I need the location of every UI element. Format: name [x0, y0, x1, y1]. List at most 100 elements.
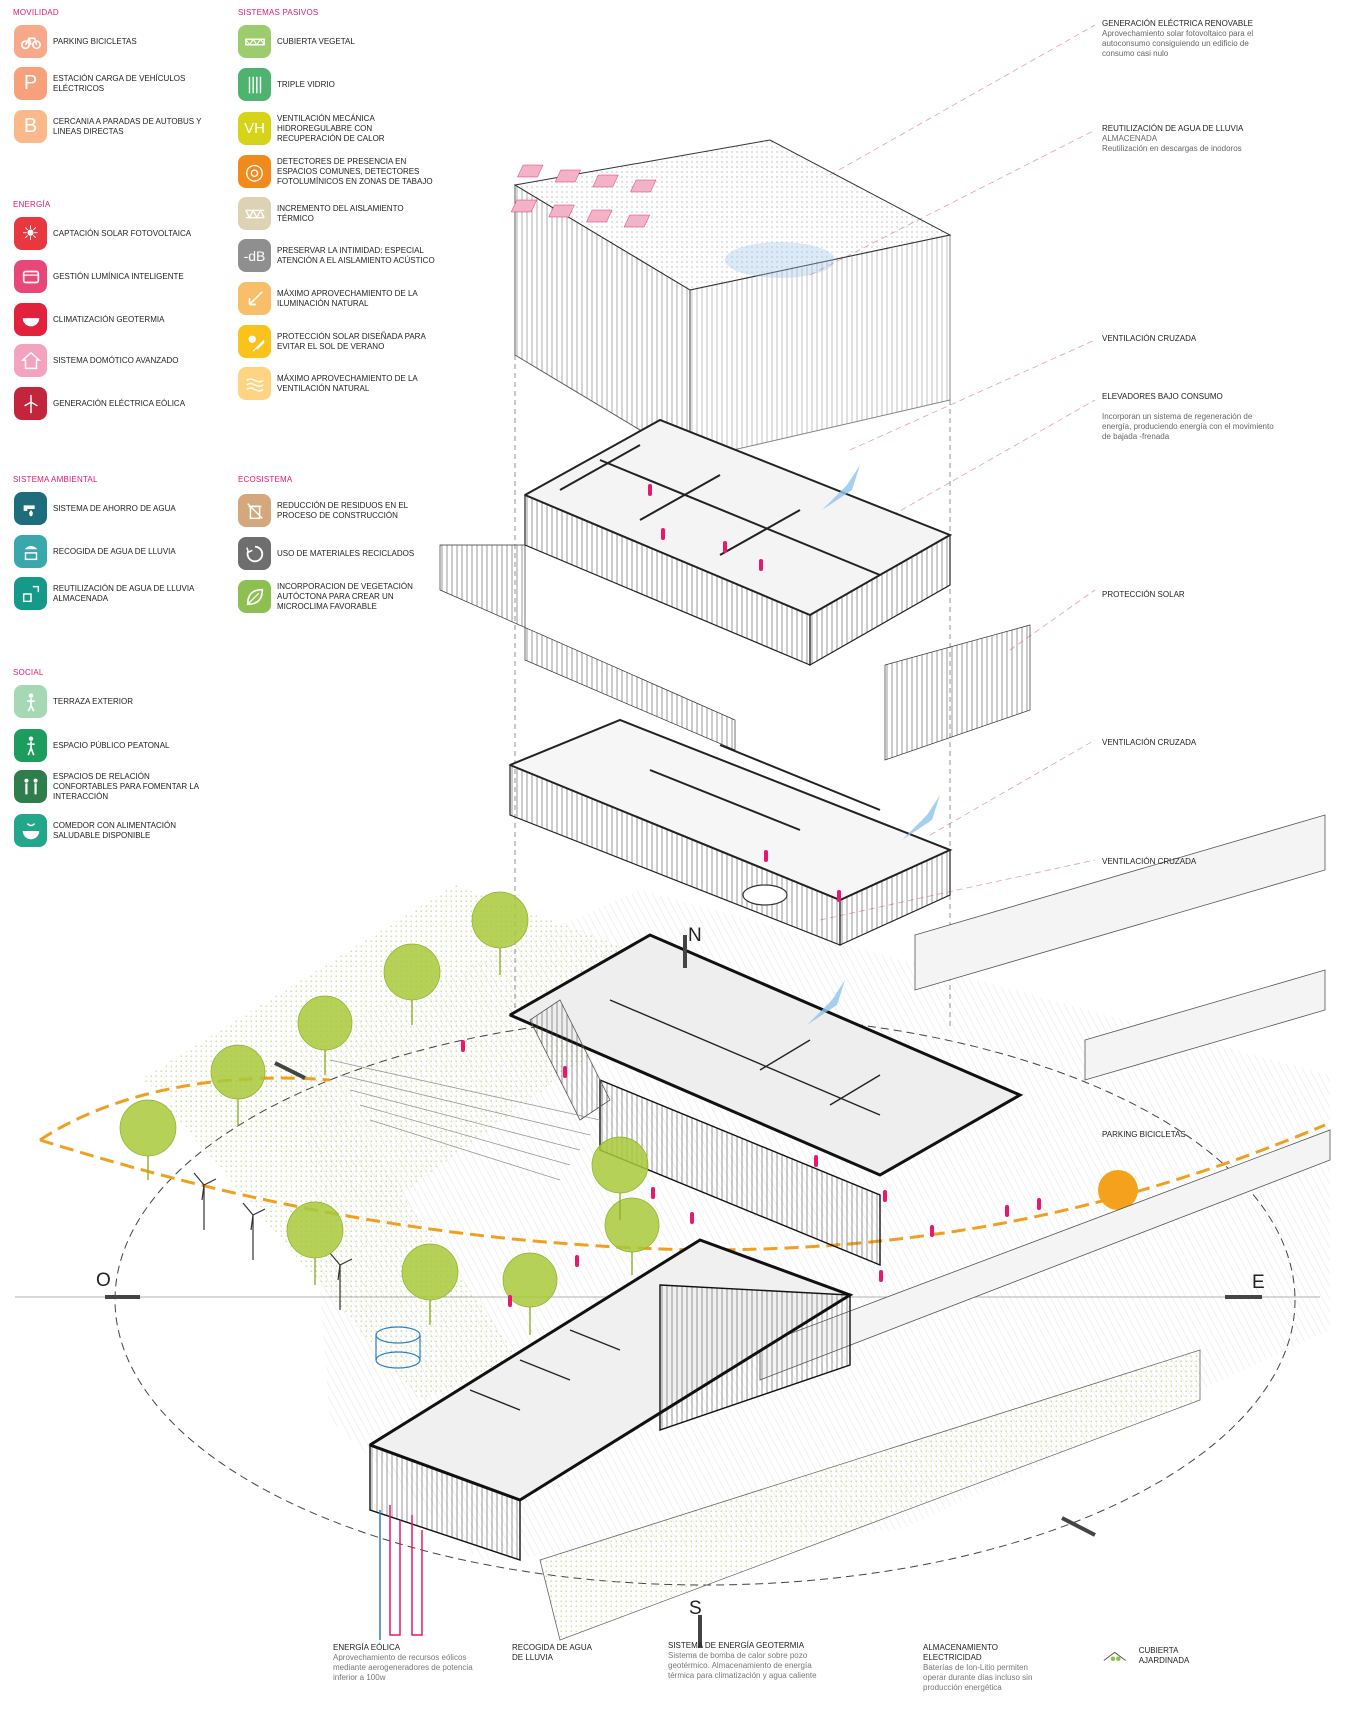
legend-item: SISTEMA DOMÓTICO AVANZADO [14, 344, 213, 377]
compass-east-label: E [1252, 1272, 1265, 1293]
sun-protection-icon [238, 325, 271, 358]
bottom-note-energia-eolica: ENERGÍA EÓLICA Aprovechamiento de recurs… [333, 1643, 493, 1683]
ventilation-arrows [807, 465, 940, 1025]
sun-screen-left [439, 544, 736, 751]
legend-item: -dB PRESERVAR LA INTIMIDAD: ESPECIAL ATE… [238, 239, 437, 272]
water-tank [375, 1326, 421, 1369]
legend-label: DETECTORES DE PRESENCIA EN ESPACIOS COMU… [277, 156, 433, 186]
bicycle-icon [14, 25, 47, 58]
legend-label: PARKING BICICLETAS [53, 36, 137, 46]
legend-label: GENERACIÓN ELÉCTRICA EÓLICA [53, 398, 186, 408]
legend-item: SISTEMA DE AHORRO DE AGUA [14, 492, 213, 525]
legend-item: INCORPORACION DE VEGETACIÓN AUTÓCTONA PA… [238, 580, 437, 613]
legend-item: ◎ DETECTORES DE PRESENCIA EN ESPACIOS CO… [238, 155, 437, 188]
legend-item: COMEDOR CON ALIMENTACIÓN SALUDABLE DISPO… [14, 814, 213, 847]
annotation-ventilacion-cruzada-1: VENTILACIÓN CRUZADA [1102, 334, 1277, 344]
insulation-icon [238, 197, 271, 230]
annotation-ventilacion-cruzada-2: VENTILACIÓN CRUZADA [1102, 738, 1277, 748]
trees [119, 891, 660, 1308]
legend-label: REUTILIZACIÓN DE AGUA DE LLUVIA ALMACENA… [53, 583, 194, 603]
legend-label: CLIMATIZACIÓN GEOTERMIA [53, 314, 165, 324]
legend-item: MÁXIMO APROVECHAMIENTO DE LA VENTILACIÓN… [238, 367, 437, 400]
cubierta-ajardinada-slab [539, 1349, 1201, 1641]
rain-collection-icon [14, 535, 47, 568]
annotation-title: PARKING BICICLETAS [1102, 1130, 1186, 1139]
legend-label: ESTACIÓN CARGA DE VEHÍCULOS ELÉCTRICOS [53, 73, 186, 93]
legend-item: CUBIERTA VEGETAL [238, 25, 437, 58]
legend-section-title: MOVILIDAD [13, 8, 59, 17]
bottom-note-cubierta: CUBIERTA AJARDINADA [1102, 1646, 1222, 1666]
ground-floor-plan [508, 933, 1024, 1267]
note-title: ENERGÍA EÓLICA [333, 1643, 401, 1652]
bottom-note-recogida-agua: RECOGIDA DE AGUA DE LLUVIA [512, 1643, 597, 1663]
legend-label: INCREMENTO DEL AISLAMIENTO TÉRMICO [277, 203, 404, 223]
legend-label: GESTIÓN LUMÍNICA INTELIGENTE [53, 271, 184, 281]
middle-floor-plan [508, 718, 953, 946]
legend-item: GESTIÓN LUMÍNICA INTELIGENTE [14, 260, 213, 293]
sun-icon: ☀ [14, 217, 47, 250]
annotation-title: GENERACIÓN ELÉCTRICA RENOVABLE [1102, 19, 1253, 28]
green-roof-icon [238, 25, 271, 58]
annotation-reutilizacion-agua: REUTILIZACIÓN DE AGUA DE LLUVIA ALMACENA… [1102, 124, 1277, 154]
legend-item: MÁXIMO APROVECHAMIENTO DE LA ILUMINACIÓN… [238, 282, 437, 315]
legend-label: ESPACIOS DE RELACIÓN CONFORTABLES PARA F… [53, 771, 199, 801]
water-tap-icon [14, 492, 47, 525]
legend-item: REUTILIZACIÓN DE AGUA DE LLUVIA ALMACENA… [14, 577, 213, 610]
legend-item: P ESTACIÓN CARGA DE VEHÍCULOS ELÉCTRICOS [14, 67, 213, 100]
parking-icon: P [14, 67, 47, 100]
note-title: SISTEMA DE ENERGÍA GEOTERMIA [668, 1641, 805, 1650]
legend-label: PRESERVAR LA INTIMIDAD: ESPECIAL ATENCIÓ… [277, 245, 435, 265]
parking-canopy [759, 814, 1331, 1381]
people-interaction-icon [14, 770, 47, 803]
annotation-title: VENTILACIÓN CRUZADA [1102, 738, 1197, 747]
annotation-generacion-renovable: GENERACIÓN ELÉCTRICA RENOVABLE Aprovecha… [1102, 19, 1277, 59]
leaf-icon [238, 580, 271, 613]
annotation-subtitle: ALMACENADA [1102, 134, 1158, 143]
legend-item: USO DE MATERIALES RECICLADOS [238, 537, 437, 570]
legend-label: REDUCCIÓN DE RESIDUOS EN EL PROCESO DE C… [277, 500, 408, 520]
tribune-steps [329, 999, 611, 1181]
legend-item: GENERACIÓN ELÉCTRICA EÓLICA [14, 387, 213, 420]
natural-ventilation-icon [238, 367, 271, 400]
legend-label: CAPTACIÓN SOLAR FOTOVOLTAICA [53, 228, 192, 238]
annotation-parking-bicicletas: PARKING BICICLETAS [1102, 1130, 1277, 1140]
legend-label: SISTEMA DE AHORRO DE AGUA [53, 503, 176, 513]
wind-turbines [193, 1172, 353, 1310]
sun-icon [1098, 1170, 1138, 1210]
roof-volume [510, 139, 952, 461]
compass-north-label: N [688, 925, 702, 946]
bus-stop-icon: B [14, 110, 47, 143]
note-desc: Sistema de bomba de calor sobre pozo geo… [668, 1651, 817, 1680]
legend-section-title: ECOSISTEMA [238, 475, 293, 484]
recycle-icon [238, 537, 271, 570]
annotation-desc: Aprovechamiento solar fotovoltaico para … [1102, 29, 1254, 58]
compass-west-label: O [96, 1270, 111, 1291]
pedestrian-icon [14, 729, 47, 762]
legend-label: SISTEMA DOMÓTICO AVANZADO [53, 355, 179, 365]
acoustic-db-icon: -dB [238, 239, 271, 272]
legend-item: INCREMENTO DEL AISLAMIENTO TÉRMICO [238, 197, 437, 230]
presence-detector-icon: ◎ [238, 155, 271, 188]
sun-screen-right [884, 624, 1031, 761]
green-roof-small-icon [1103, 1651, 1126, 1661]
annotation-title: PROTECCIÓN SOLAR [1102, 590, 1185, 599]
legend-item: PARKING BICICLETAS [14, 25, 213, 58]
dining-icon [14, 814, 47, 847]
sun-path [39, 1123, 1326, 1252]
legend-item: ☀ CAPTACIÓN SOLAR FOTOVOLTAICA [14, 217, 213, 250]
legend-label: TERRAZA EXTERIOR [53, 696, 134, 706]
legend-label: MÁXIMO APROVECHAMIENTO DE LA VENTILACIÓN… [277, 373, 418, 393]
legend-item: B CERCANIA A PARADAS DE AUTOBUS Y LINEAS… [14, 110, 213, 143]
annotation-desc: Incorporan un sistema de regeneración de… [1102, 412, 1274, 441]
legend-label: MÁXIMO APROVECHAMIENTO DE LA ILUMINACIÓN… [277, 288, 418, 308]
legend-label: USO DE MATERIALES RECICLADOS [277, 548, 415, 558]
geothermal-icon [14, 303, 47, 336]
geothermal-pipes [379, 1505, 423, 1640]
legend-item: ESPACIOS DE RELACIÓN CONFORTABLES PARA F… [14, 770, 213, 803]
legend-section-title: SISTEMAS PASIVOS [238, 8, 319, 17]
domotics-icon [14, 344, 47, 377]
waste-reduction-icon [238, 494, 271, 527]
annotation-title: REUTILIZACIÓN DE AGUA DE LLUVIA [1102, 124, 1244, 133]
legend-label: CUBIERTA VEGETAL [277, 36, 355, 46]
annotation-elevadores: ELEVADORES BAJO CONSUMO Incorporan un si… [1102, 392, 1277, 442]
